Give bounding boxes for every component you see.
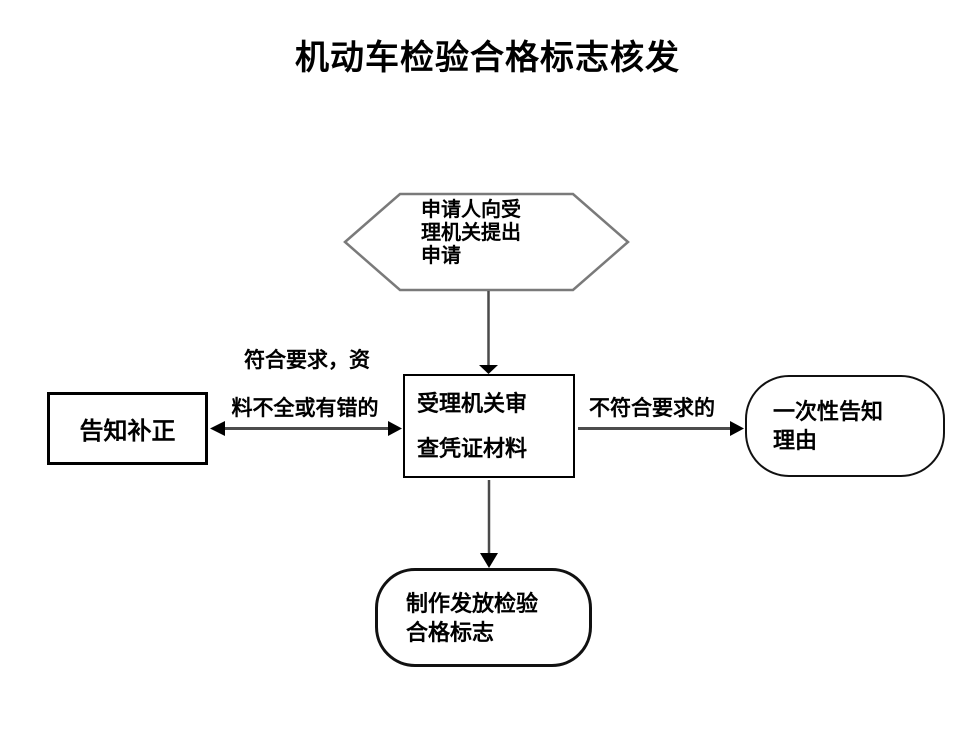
- issue-mark-line: 制作发放检验: [406, 590, 539, 616]
- start-node-line: 申请: [421, 245, 461, 267]
- review-node: 受理机关审 查凭证材料: [403, 374, 575, 478]
- page-title: 机动车检验合格标志核发: [295, 39, 680, 77]
- start-hexagon-shape: [343, 192, 630, 292]
- onetime-reason-line: 理由: [773, 428, 818, 453]
- review-node-line: 受理机关审: [417, 391, 528, 416]
- left-condition-label-line1: 符合要求，资: [244, 349, 370, 372]
- review-node-line: 查凭证材料: [417, 436, 528, 461]
- start-node-text: 申请人向受 理机关提出 申请: [421, 199, 591, 268]
- issue-mark-line: 合格标志: [406, 619, 495, 645]
- notify-correction-label: 告知补正: [79, 418, 176, 445]
- notify-correction-node: 告知补正: [47, 392, 208, 465]
- arrowhead-start-to-review: [479, 365, 498, 374]
- left-condition-label-line2: 料不全或有错的: [231, 397, 379, 420]
- start-node-line: 理机关提出: [421, 222, 521, 244]
- arrowhead-onetime: [730, 421, 744, 436]
- arrowhead-issue: [480, 553, 498, 568]
- start-node-line: 申请人向受: [421, 199, 521, 221]
- onetime-reason-line: 一次性告知: [773, 399, 884, 424]
- onetime-reason-node: 一次性告知 理由: [745, 375, 945, 477]
- issue-mark-node: 制作发放检验 合格标志: [375, 568, 592, 667]
- right-condition-label: 不符合要求的: [589, 397, 715, 420]
- arrowhead-left-end: [210, 421, 225, 436]
- arrowhead-right-end: [388, 421, 402, 436]
